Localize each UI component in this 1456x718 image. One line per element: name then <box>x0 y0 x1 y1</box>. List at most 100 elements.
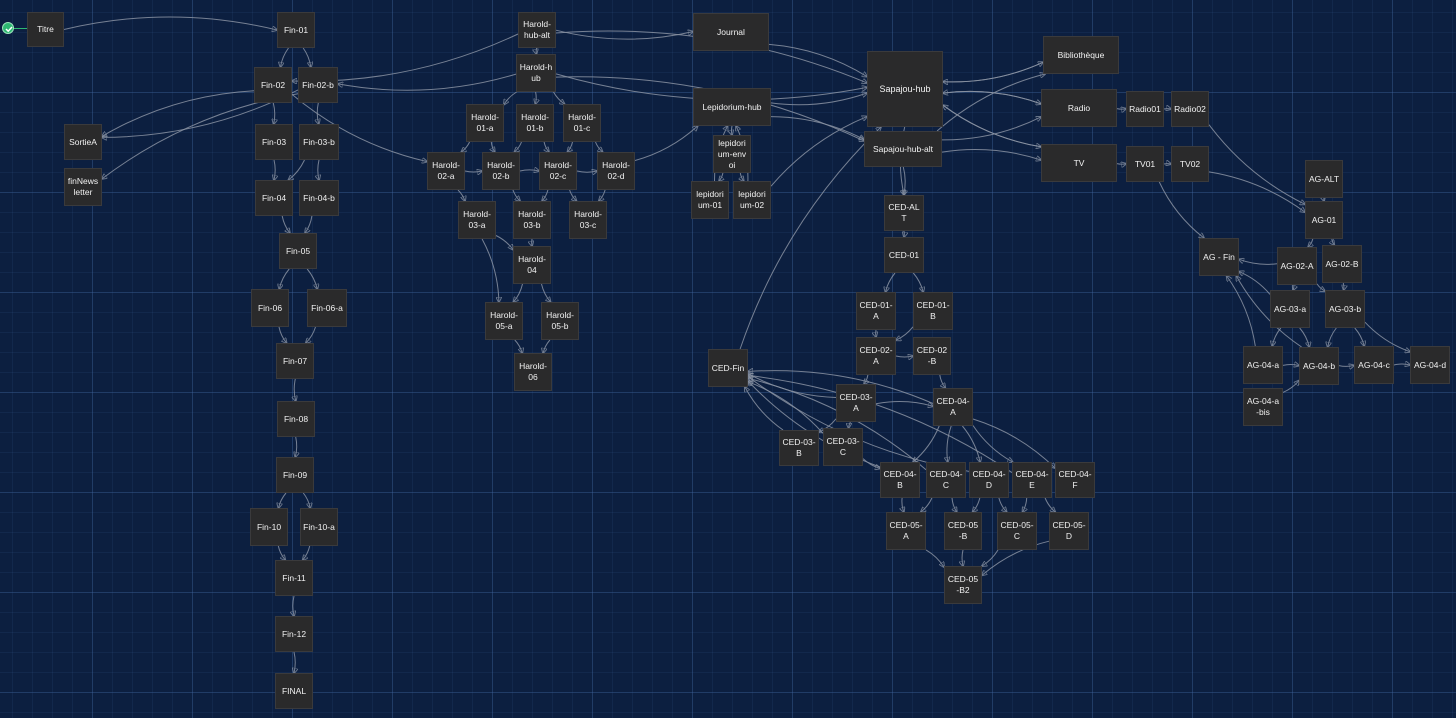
node-ag-02-a[interactable]: AG-02-A <box>1277 247 1317 285</box>
edge-ag02b-ag03b <box>1343 282 1344 290</box>
node-tv[interactable]: TV <box>1041 144 1117 182</box>
edge-saphub-biblio <box>942 62 1043 83</box>
node-harold-02-b[interactable]: Harold-02-b <box>482 152 520 190</box>
node-fin-02[interactable]: Fin-02 <box>254 67 292 103</box>
node-harold-hub[interactable]: Harold-hub <box>516 54 556 92</box>
node-harold-02-d[interactable]: Harold-02-d <box>597 152 635 190</box>
node-harold-06[interactable]: Harold-06 <box>514 353 552 391</box>
node-tv02[interactable]: TV02 <box>1171 146 1209 182</box>
node-fin-08[interactable]: Fin-08 <box>277 401 315 437</box>
node-ced-04-e[interactable]: CED-04-E <box>1012 462 1052 498</box>
node-ced-01-b[interactable]: CED-01-B <box>913 292 953 330</box>
node-fin-04-b[interactable]: Fin-04-b <box>299 180 339 216</box>
node-radio02[interactable]: Radio02 <box>1171 91 1209 127</box>
node-ag-fin[interactable]: AG - Fin <box>1199 238 1239 276</box>
node-journal[interactable]: Journal <box>693 13 769 51</box>
edge-hhub-fin02b <box>338 73 517 91</box>
node-sortiea[interactable]: SortieA <box>64 124 102 160</box>
node-lepidorium-envoi[interactable]: lepidorium-envoi <box>713 135 751 173</box>
node-lepidorium-01[interactable]: lepidorium-01 <box>691 181 729 219</box>
node-fin-04[interactable]: Fin-04 <box>255 180 293 216</box>
node-fin-02-b[interactable]: Fin-02-b <box>298 67 338 103</box>
node-harold-02-c[interactable]: Harold-02-c <box>539 152 577 190</box>
node-ag-04-c[interactable]: AG-04-c <box>1354 346 1394 384</box>
node-fin-10[interactable]: Fin-10 <box>250 508 288 546</box>
node-harold-03-b[interactable]: Harold-03-b <box>513 201 551 239</box>
edge-h01b-h02b <box>515 141 522 152</box>
node-ag-04-a[interactable]: AG-04-a <box>1243 346 1283 384</box>
node-titre[interactable]: Titre <box>27 12 64 47</box>
node-ced-03-a[interactable]: CED-03-A <box>836 384 876 422</box>
node-ced-fin[interactable]: CED-Fin <box>708 349 748 387</box>
node-fin-06[interactable]: Fin-06 <box>251 289 289 327</box>
node-ced-05-a[interactable]: CED-05-A <box>886 512 926 550</box>
node-fin-11[interactable]: Fin-11 <box>275 560 313 596</box>
edge-fin04-fin05 <box>281 215 290 233</box>
node-harold-05-b[interactable]: Harold-05-b <box>541 302 579 340</box>
node-harold-03-c[interactable]: Harold-03-c <box>569 201 607 239</box>
node-ced-04-b[interactable]: CED-04-B <box>880 462 920 498</box>
edge-ced04a-ced04d <box>962 425 980 462</box>
node-ced-01[interactable]: CED-01 <box>884 237 924 273</box>
node-ced-02-a[interactable]: CED-02-A <box>856 337 896 375</box>
edge-fin05-fin06a <box>306 268 317 289</box>
node-ced-04-a[interactable]: CED-04-A <box>933 388 973 426</box>
node-lepidorium-hub[interactable]: Lepidorium-hub <box>693 88 771 126</box>
node-ced-05-c[interactable]: CED-05-C <box>997 512 1037 550</box>
node-final[interactable]: FINAL <box>275 673 313 709</box>
edge-tv02-ag01 <box>1208 171 1305 212</box>
edge-h02c-h02d <box>576 171 597 172</box>
edge-lepenvoi-lep01 <box>719 172 723 181</box>
node-ced-05-d[interactable]: CED-05-D <box>1049 512 1089 550</box>
edge-h03a-h05a <box>481 238 499 302</box>
node-sapajou-hub[interactable]: Sapajou-hub <box>867 51 943 127</box>
node-fin-09[interactable]: Fin-09 <box>276 457 314 493</box>
node-harold-01-b[interactable]: Harold-01-b <box>516 104 554 142</box>
node-radio[interactable]: Radio <box>1041 89 1117 127</box>
node-radio01[interactable]: Radio01 <box>1126 91 1164 127</box>
node-ag-04-b[interactable]: AG-04-b <box>1299 347 1339 385</box>
node-fin-12[interactable]: Fin-12 <box>275 616 313 652</box>
node-ced-04-f[interactable]: CED-04-F <box>1055 462 1095 498</box>
node-bibliotheque[interactable]: Bibliothèque <box>1043 36 1119 74</box>
node-ced-03-b[interactable]: CED-03-B <box>779 430 819 466</box>
node-harold-02-a[interactable]: Harold-02-a <box>427 152 465 190</box>
node-harold-05-a[interactable]: Harold-05-a <box>485 302 523 340</box>
node-harold-01-a[interactable]: Harold-01-a <box>466 104 504 142</box>
node-ced-02-b[interactable]: CED-02-B <box>913 337 951 375</box>
node-ced-01-a[interactable]: CED-01-A <box>856 292 896 330</box>
node-lepidorium-02[interactable]: lepidorium-02 <box>733 181 771 219</box>
node-ag-03-b[interactable]: AG-03-b <box>1325 290 1365 328</box>
node-harold-hub-alt[interactable]: Harold-hub-alt <box>518 12 556 48</box>
node-harold-03-a[interactable]: Harold-03-a <box>458 201 496 239</box>
node-ced-04-c[interactable]: CED-04-C <box>926 462 966 498</box>
edge-ced02a-ced03a <box>864 374 868 384</box>
node-fin-03-b[interactable]: Fin-03-b <box>299 124 339 160</box>
node-harold-01-c[interactable]: Harold-01-c <box>563 104 601 142</box>
node-fin-10-a[interactable]: Fin-10-a <box>300 508 338 546</box>
node-ced-alt[interactable]: CED-ALT <box>884 195 924 231</box>
edge-ag04abis-ag04b <box>1282 381 1299 393</box>
node-fin-05[interactable]: Fin-05 <box>279 233 317 269</box>
node-ced-05-b2[interactable]: CED-05-B2 <box>944 566 982 604</box>
node-ced-03-c[interactable]: CED-03-C <box>823 428 863 466</box>
node-fin-07[interactable]: Fin-07 <box>276 343 314 379</box>
node-fin-06-a[interactable]: Fin-06-a <box>307 289 347 327</box>
node-ag-04-d[interactable]: AG-04-d <box>1410 346 1450 384</box>
node-fin-01[interactable]: Fin-01 <box>277 12 315 48</box>
node-tv01[interactable]: TV01 <box>1126 146 1164 182</box>
edge-ag03a-ag04a <box>1272 327 1282 346</box>
node-finnewsletter[interactable]: finNewsletter <box>64 168 102 206</box>
node-ag-04-a-bis[interactable]: AG-04-a-bis <box>1243 388 1283 426</box>
edge-ag03a-agfin <box>1239 272 1271 295</box>
node-ced-05-b[interactable]: CED-05-B <box>944 512 982 550</box>
node-sapajou-hub-alt[interactable]: Sapajou-hub-alt <box>864 131 942 167</box>
node-ag-03-a[interactable]: AG-03-a <box>1270 290 1310 328</box>
node-fin-03[interactable]: Fin-03 <box>255 124 293 160</box>
node-ag-02-b[interactable]: AG-02-B <box>1322 245 1362 283</box>
node-ced-04-d[interactable]: CED-04-D <box>969 462 1009 498</box>
node-ag-alt[interactable]: AG-ALT <box>1305 160 1343 198</box>
node-ag-01[interactable]: AG-01 <box>1305 201 1343 239</box>
node-harold-04[interactable]: Harold-04 <box>513 246 551 284</box>
